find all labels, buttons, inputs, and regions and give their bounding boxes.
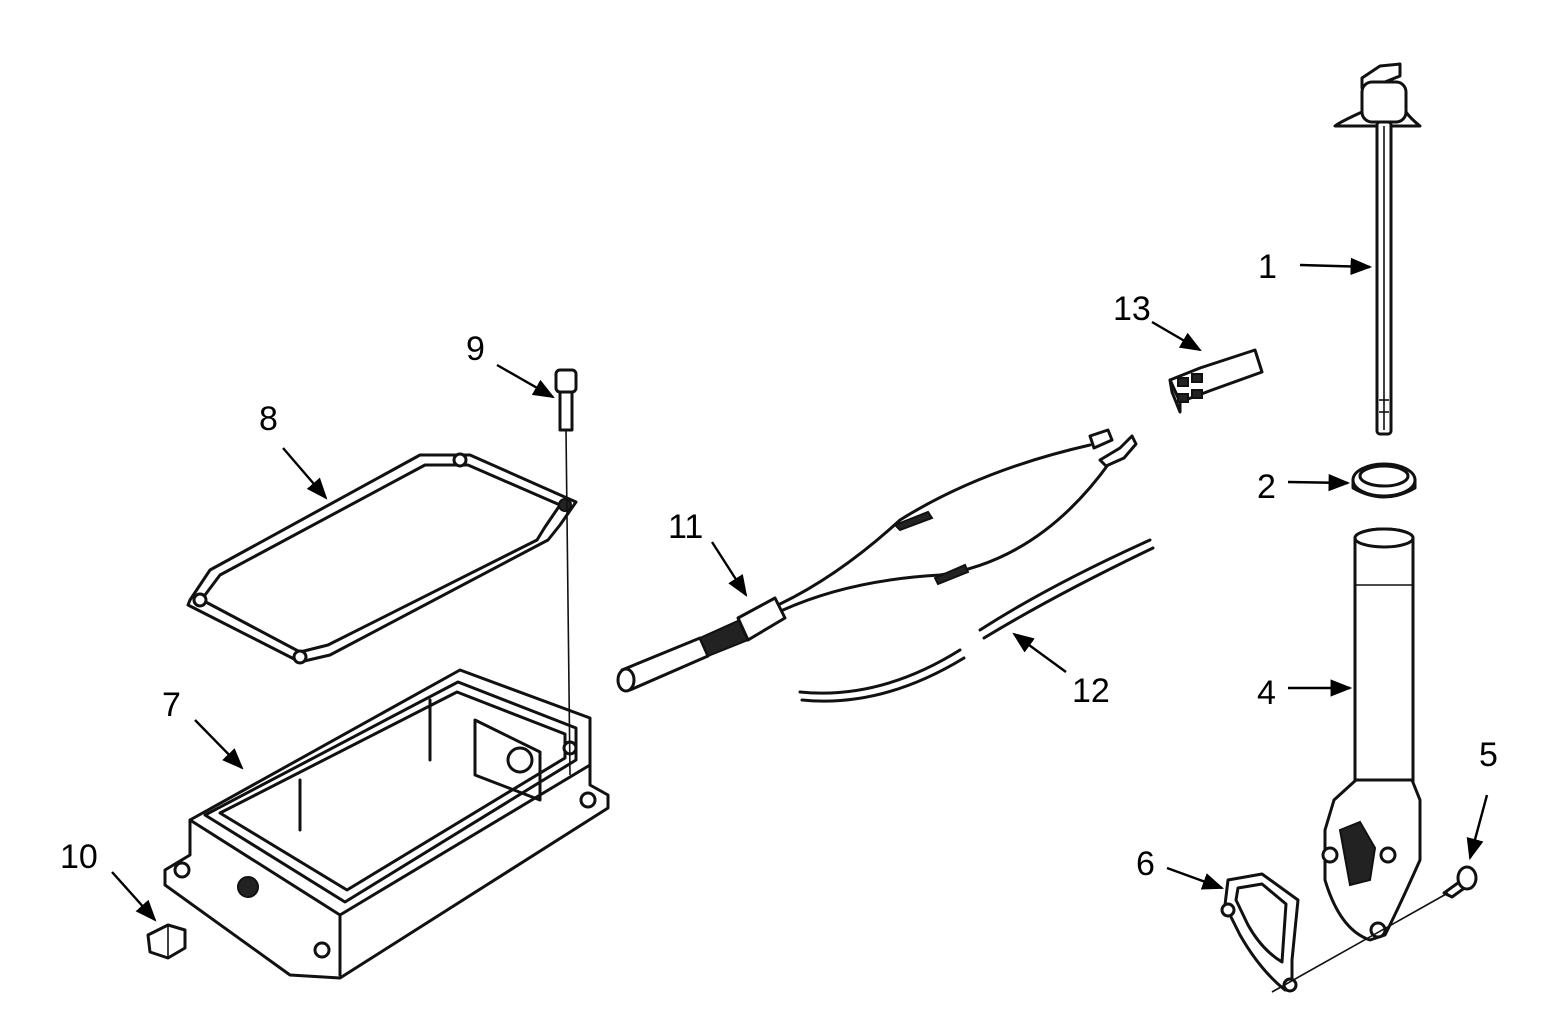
part-8-gasket — [186, 452, 578, 665]
part-1-dipstick — [1333, 62, 1422, 436]
leader-12 — [1012, 632, 1067, 673]
part-6-cover-gasket — [1220, 872, 1300, 993]
part-11-sensor-harness — [616, 428, 1138, 693]
leader-1 — [1299, 257, 1373, 276]
part-7-housing — [163, 668, 610, 980]
leader-9 — [496, 363, 555, 399]
leader-6 — [1166, 866, 1225, 890]
callout-5: 5 — [1479, 736, 1498, 774]
alignment-line — [1271, 892, 1449, 993]
callout-4: 4 — [1257, 674, 1276, 712]
callout-7: 7 — [162, 686, 181, 724]
callout-9: 9 — [466, 330, 485, 368]
part-4-fill-tube — [1321, 527, 1422, 942]
leader-7 — [194, 719, 244, 770]
callout-12: 12 — [1072, 672, 1110, 710]
leader-11 — [710, 541, 748, 597]
leader-13 — [1151, 320, 1202, 352]
callout-6: 6 — [1136, 845, 1155, 883]
leader-2 — [1287, 474, 1351, 492]
callout-2: 2 — [1257, 468, 1276, 506]
leader-arrows — [111, 257, 1489, 922]
callout-labels: 1 2 4 5 6 7 8 9 10 11 12 13 — [60, 248, 1498, 883]
part-2-seal-ring — [1351, 462, 1417, 499]
callout-10: 10 — [60, 838, 98, 876]
callout-11: 11 — [668, 508, 703, 546]
leader-5 — [1466, 794, 1489, 861]
part-9-bolt — [554, 368, 578, 776]
callout-8: 8 — [259, 400, 278, 438]
part-12-sleeves — [798, 538, 1155, 703]
callout-13: 13 — [1113, 290, 1151, 328]
part-13-terminal-block — [1168, 348, 1264, 414]
part-5-screw — [1442, 865, 1478, 899]
callout-1: 1 — [1258, 248, 1277, 286]
leader-8 — [282, 447, 328, 500]
leader-10 — [111, 871, 157, 922]
part-10-plug — [146, 923, 187, 960]
